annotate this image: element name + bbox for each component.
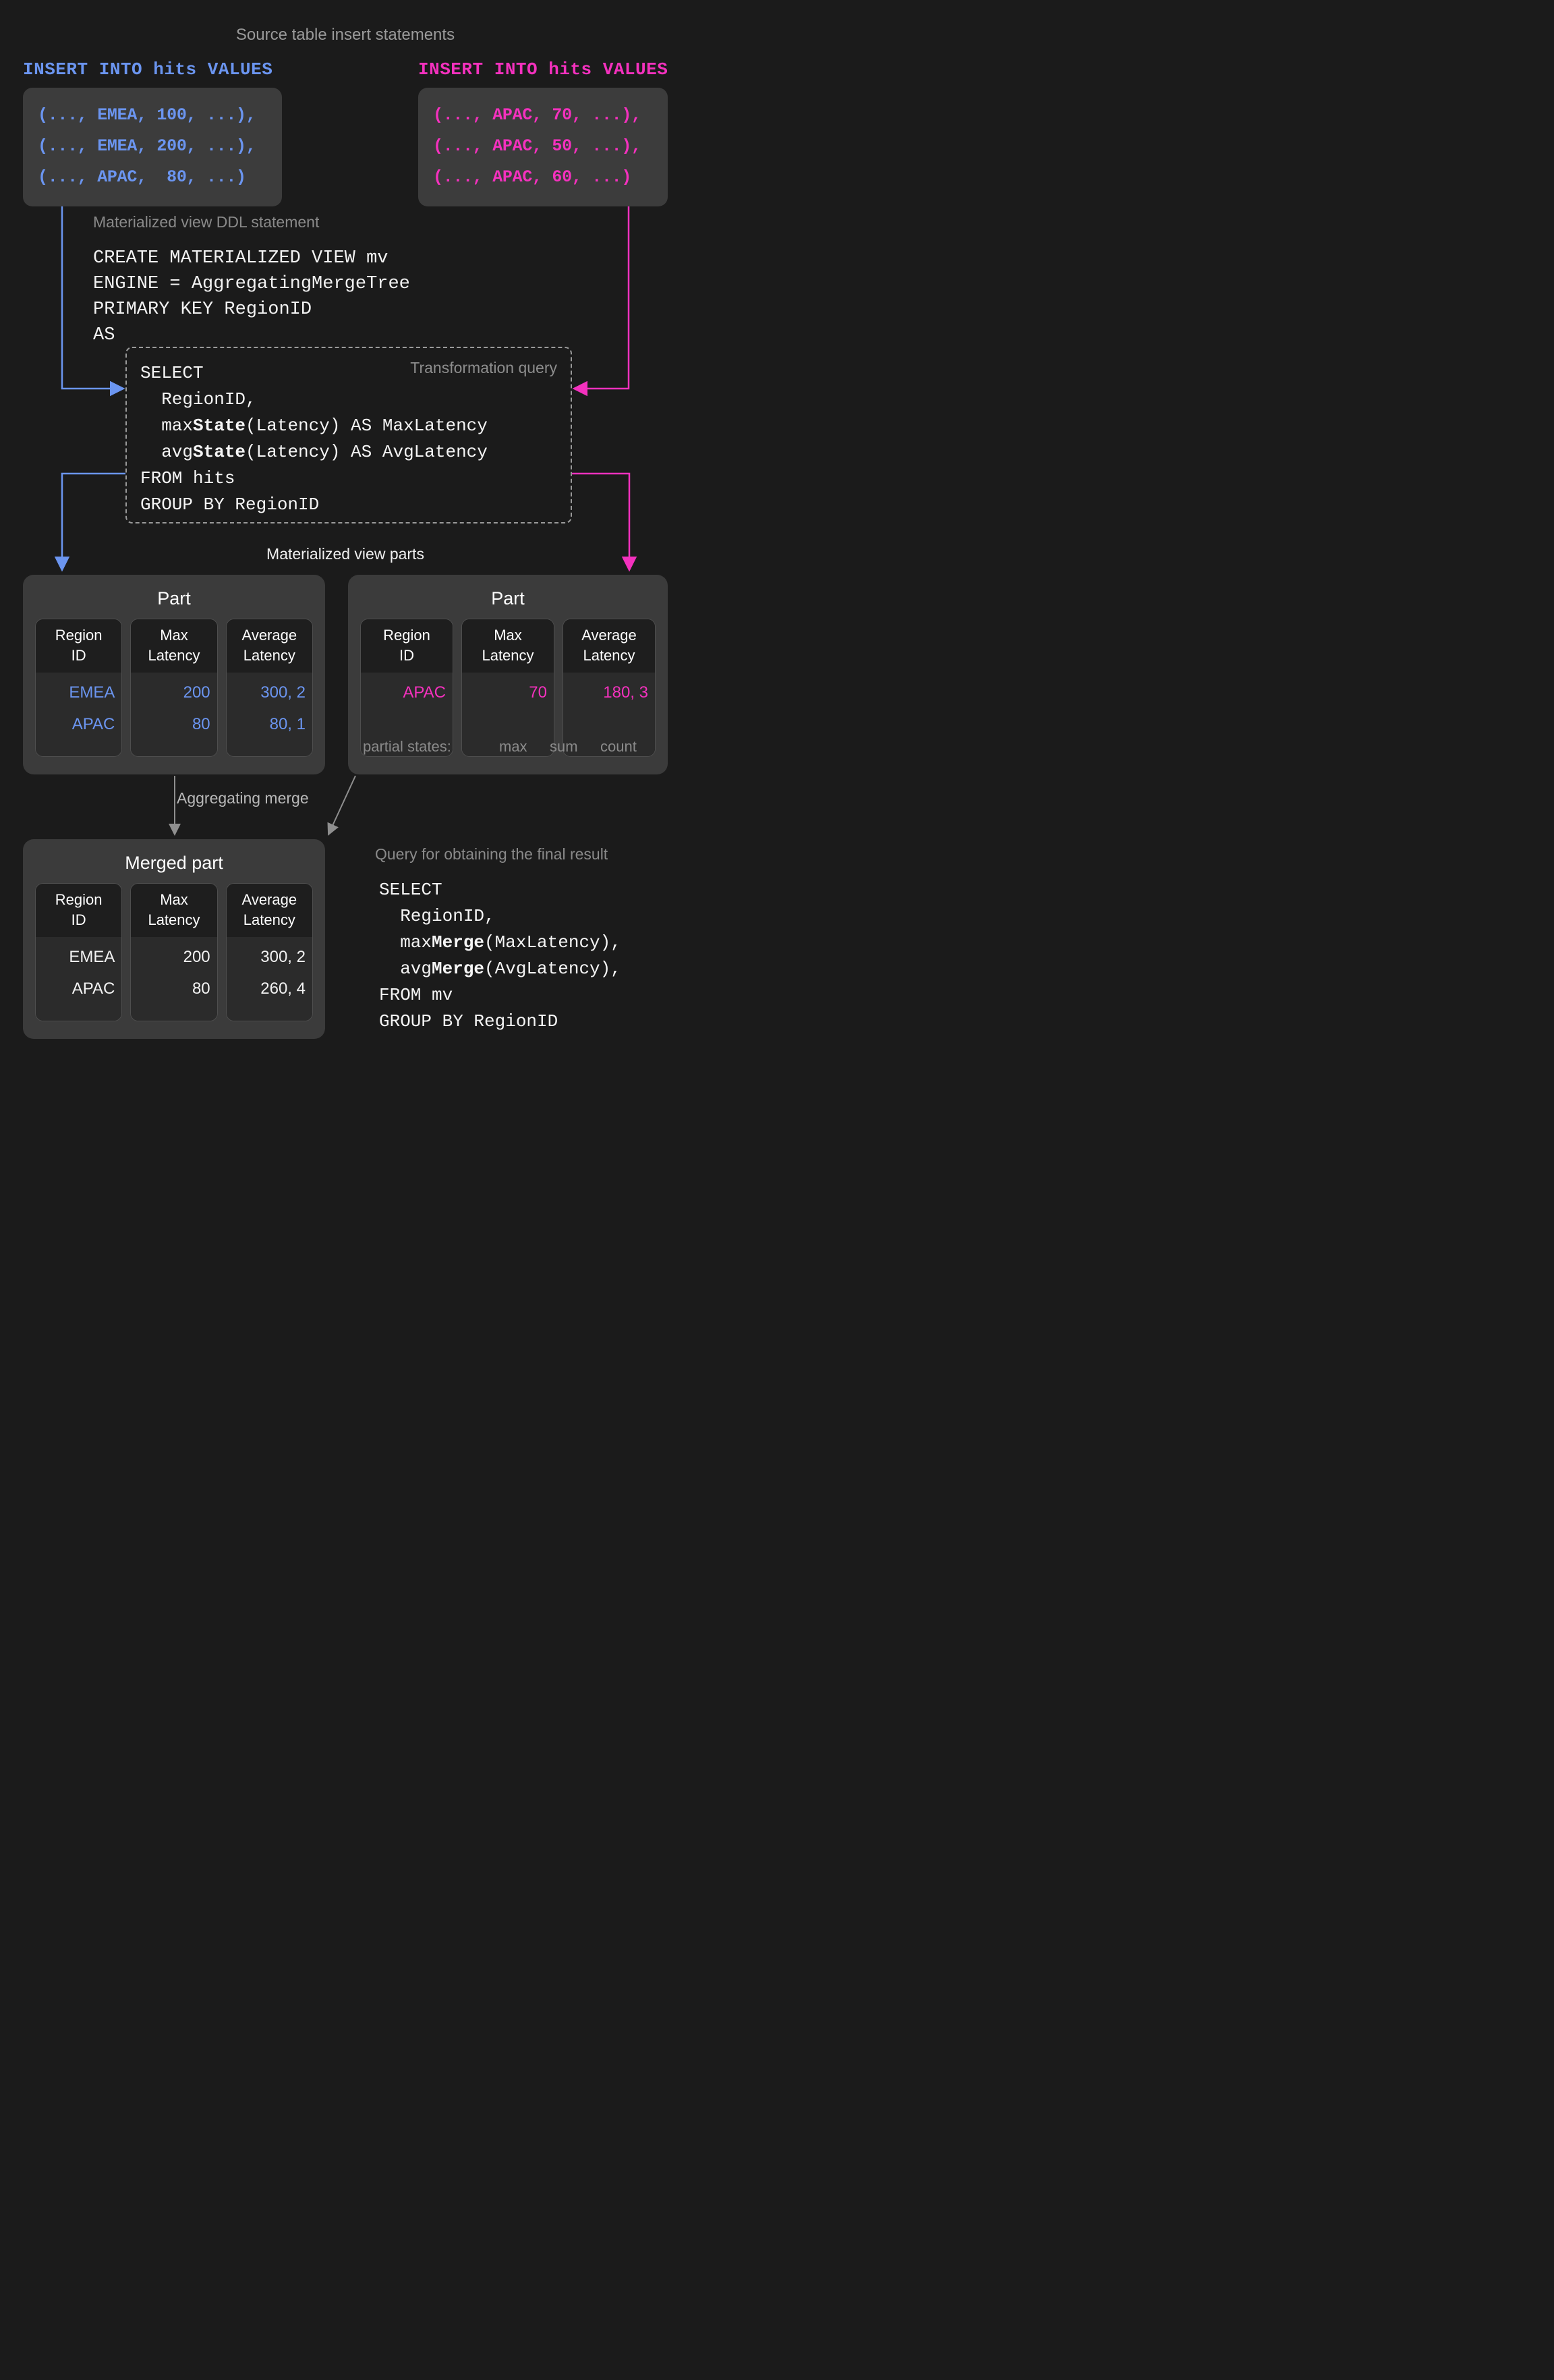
col-header-average-latency: Average Latency <box>226 619 312 673</box>
wire-merge-from-right-part <box>327 775 356 836</box>
wire-insert-right-to-query <box>572 190 630 397</box>
part-left-col-avg: Average Latency 300, 2 80, 1 <box>225 619 313 757</box>
part-right-title: Part <box>491 588 525 608</box>
transformation-query-caption: Transformation query <box>410 359 557 376</box>
merged-col-region: Region ID EMEA APAC <box>35 883 123 1021</box>
part-right: Part Region ID APAC Max Latency 70 Avera… <box>348 575 668 774</box>
col-header-region-id: Region ID <box>36 619 122 673</box>
col-header-average-latency: Average Latency <box>226 884 312 937</box>
insert-right-row: (..., APAC, 70, ...), <box>433 105 641 125</box>
part-left: Part Region ID EMEA APAC Max Latency 200… <box>23 575 325 774</box>
transformation-query-box: Transformation query SELECT RegionID, ma… <box>125 347 572 523</box>
partial-states-label: partial states: <box>363 738 451 755</box>
cell: 80 <box>192 980 210 998</box>
col-header-region-id: Region ID <box>36 884 122 937</box>
cell: 260, 4 <box>260 980 306 998</box>
cell: APAC <box>71 980 115 998</box>
final-query-caption: Query for obtaining the final result <box>375 845 608 863</box>
part-right-col-region: Region ID APAC <box>360 619 453 757</box>
cell: 80, 1 <box>269 715 306 733</box>
cell: 300, 2 <box>260 948 306 966</box>
cell: EMEA <box>69 948 115 966</box>
cell: 180, 3 <box>603 683 648 702</box>
merged-part: Merged part Region ID EMEA APAC Max Late… <box>23 839 325 1039</box>
insert-right-row: (..., APAC, 60, ...) <box>433 167 632 187</box>
col-header-max-latency: Max Latency <box>462 619 554 673</box>
part-right-col-max: Max Latency 70 <box>461 619 554 757</box>
insert-left-row: (..., APAC, 80, ...) <box>38 167 246 187</box>
cell: 200 <box>183 948 210 966</box>
col-header-region-id: Region ID <box>361 619 453 673</box>
mv-parts-caption: Materialized view parts <box>266 545 424 563</box>
insert-left-row: (..., EMEA, 100, ...), <box>38 105 256 125</box>
merged-part-title: Merged part <box>125 853 223 873</box>
insert-left-row: (..., EMEA, 200, ...), <box>38 136 256 156</box>
merged-col-max: Max Latency 200 80 <box>130 883 218 1021</box>
cell: APAC <box>71 715 115 733</box>
insert-right-box: (..., APAC, 70, ...), (..., APAC, 50, ..… <box>418 88 668 206</box>
cell: EMEA <box>69 683 115 702</box>
cell: APAC <box>403 683 446 702</box>
insert-right-header: INSERT INTO hits VALUES <box>418 59 668 80</box>
cell: 300, 2 <box>260 683 306 702</box>
source-inserts-caption: Source table insert statements <box>235 26 455 44</box>
insert-left-box: (..., EMEA, 100, ...), (..., EMEA, 200, … <box>23 88 282 206</box>
ddl-caption: Materialized view DDL statement <box>93 213 320 231</box>
insert-right-row: (..., APAC, 50, ...), <box>433 136 641 156</box>
part-right-col-avg: Average Latency 180, 3 <box>563 619 656 757</box>
final-query-code: SELECT RegionID, maxMerge(MaxLatency), a… <box>379 880 621 1031</box>
merged-col-avg: Average Latency 300, 2 260, 4 <box>225 883 313 1021</box>
transformation-query-code: SELECT RegionID, maxState(Latency) AS Ma… <box>140 363 488 515</box>
partial-state-max: max <box>499 738 527 755</box>
part-left-col-region: Region ID EMEA APAC <box>35 619 123 757</box>
aggregating-merge-caption: Aggregating merge <box>177 789 309 807</box>
cell: 200 <box>183 683 210 702</box>
partial-state-sum: sum <box>550 738 578 755</box>
partial-state-count: count <box>600 738 637 755</box>
ddl-code: CREATE MATERIALIZED VIEW mv ENGINE = Agg… <box>93 248 410 345</box>
part-left-col-max: Max Latency 200 80 <box>130 619 218 757</box>
insert-left-header: INSERT INTO hits VALUES <box>23 59 273 80</box>
col-header-max-latency: Max Latency <box>131 884 217 937</box>
cell: 80 <box>192 715 210 733</box>
col-header-max-latency: Max Latency <box>131 619 217 673</box>
cell: 70 <box>529 683 547 702</box>
part-left-title: Part <box>157 588 191 608</box>
col-header-average-latency: Average Latency <box>563 619 655 673</box>
